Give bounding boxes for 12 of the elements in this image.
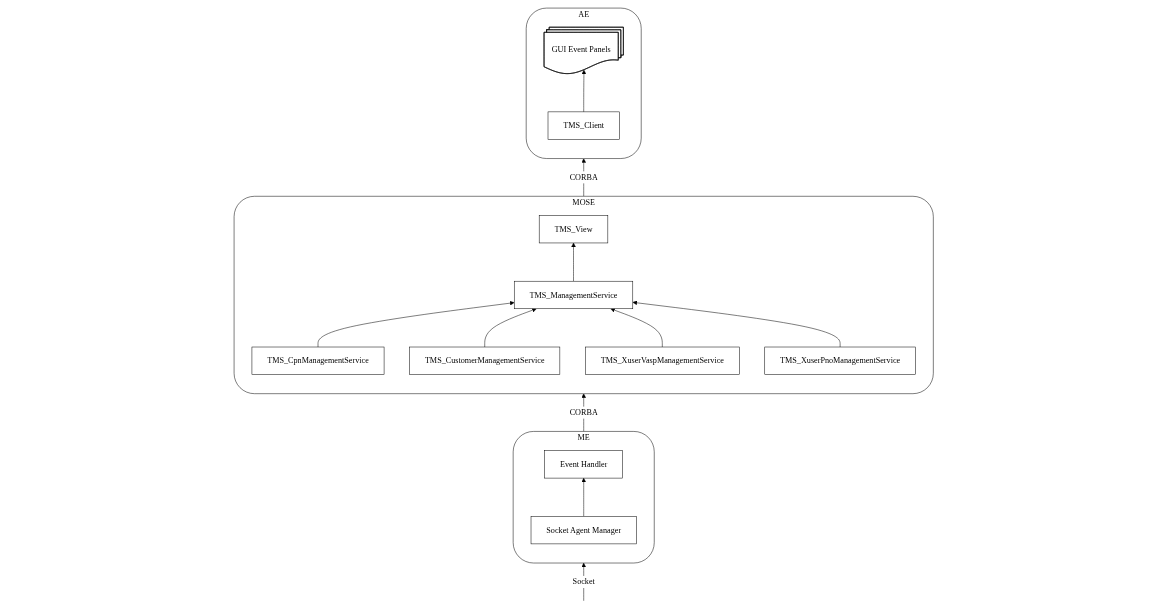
node-box: TMS_ManagementService: [514, 280, 634, 309]
node-box: TMS_XuserVaspManagementService: [585, 346, 740, 375]
node-box: TMS_CustomerManagementService: [409, 346, 561, 375]
edge-label: CORBA: [569, 407, 599, 417]
node-box: TMS_View: [539, 215, 609, 244]
node-box: Event Handler: [544, 450, 624, 479]
node-box: Socket Agent Manager: [531, 516, 637, 545]
node-box: TMS_CpnManagementService: [251, 346, 385, 375]
node-box: TMS_Client: [548, 111, 620, 140]
node-box: TMS_XuserPnoManagementService: [764, 346, 917, 375]
edge-label: Socket: [572, 577, 596, 586]
edge-label: CORBA: [569, 172, 599, 182]
